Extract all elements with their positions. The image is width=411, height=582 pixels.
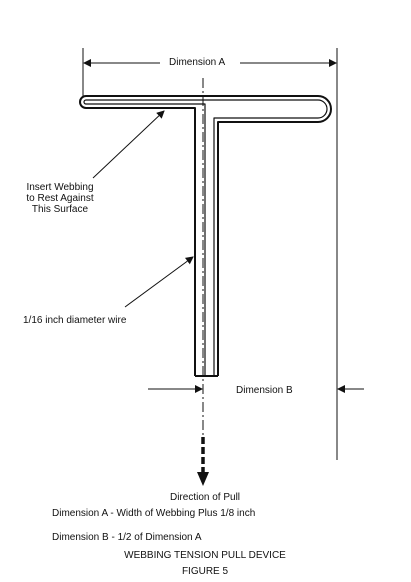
insert-webbing-leader-line: [92, 110, 165, 179]
dimension-b-definition: Dimension B - 1/2 of Dimension A: [52, 532, 202, 543]
bent-wire-outer-contour: [79, 95, 332, 376]
figure-title: WEBBING TENSION PULL DEVICE: [124, 550, 286, 561]
direction-of-pull-arrowhead: [197, 472, 209, 486]
wire-diameter-label: 1/16 inch diameter wire: [23, 315, 127, 326]
insert-webbing-label: Insert Webbing to Rest Against This Surf…: [26, 182, 94, 215]
bent-wire-inner-contour: [83, 99, 328, 376]
dimension-b-label: Dimension B: [236, 385, 293, 396]
wire-diameter-leader-line: [124, 256, 194, 308]
figure-number: FIGURE 5: [181, 566, 229, 577]
dimension-a-label: Dimension A: [169, 57, 226, 68]
dimension-a-definition: Dimension A - Width of Webbing Plus 1/8 …: [52, 508, 256, 519]
direction-of-pull-label: Direction of Pull: [169, 492, 241, 503]
insert-webbing-line-3: This Surface: [31, 204, 89, 215]
insert-webbing-line-2: to Rest Against: [26, 193, 94, 204]
insert-webbing-line-1: Insert Webbing: [26, 182, 94, 193]
